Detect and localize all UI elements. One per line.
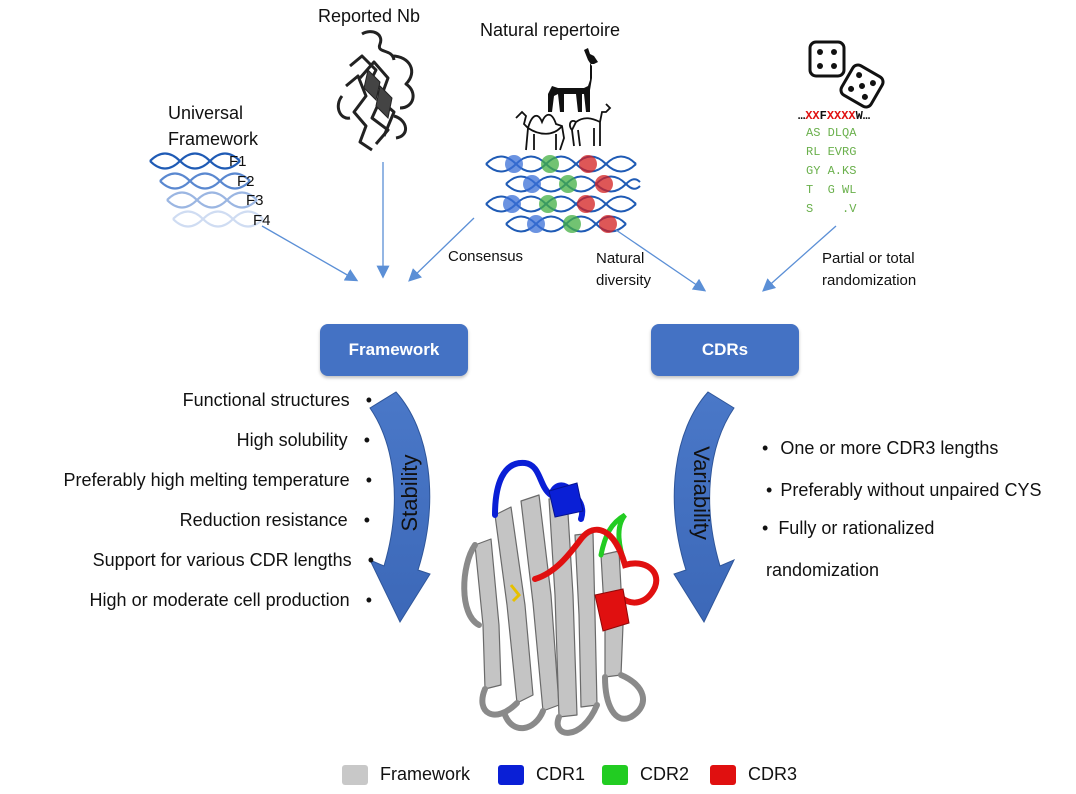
camel-icon [515, 110, 565, 151]
universal-framework-dna-icon [149, 152, 264, 228]
dna-f2-icon [159, 172, 251, 190]
legend-item-cdr1: CDR1 [498, 764, 585, 785]
reported-nb-label: Reported Nb [318, 6, 421, 26]
natural-repertoire-dna-icon [485, 155, 641, 233]
sequence-xxxx: XXXX [826, 109, 856, 123]
universal-framework-label: Universal Framework [168, 103, 259, 149]
arrow-natural-to-cdrs [615, 229, 707, 292]
dna-label-f4: F4 [253, 212, 271, 229]
arrow-random-to-cdrs [762, 225, 837, 292]
sequence-prefix: … [798, 109, 806, 123]
list-item: High or moderate cell production• [89, 590, 372, 610]
legend-swatch-framework [342, 764, 368, 785]
list-item: randomization [766, 560, 880, 580]
dromedary-icon [569, 103, 612, 147]
list-item: Support for various CDR lengths• [92, 550, 374, 570]
dna-label-f1: F1 [229, 153, 247, 170]
arrow-consensus-to-framework [408, 217, 475, 282]
list-item: High solubility• [236, 430, 370, 450]
list-item: Functional structures• [182, 390, 372, 410]
legend-item-cdr3: CDR3 [710, 764, 797, 785]
randomization-row: RL EVRG [806, 145, 857, 159]
cdr3-loop [532, 526, 660, 606]
list-item: Reduction resistance• [179, 510, 370, 530]
sequence-suffix: … [862, 109, 871, 123]
list-item: Preferably high melting temperature• [63, 470, 372, 490]
arrow-universal-to-framework [261, 225, 359, 282]
variability-label: Variability [689, 446, 714, 540]
natural-repertoire-label: Natural repertoire [480, 20, 621, 40]
nanobody-structure-icon [336, 30, 415, 152]
list-item: •Fully or rationalized [762, 518, 935, 538]
legend-swatch-cdr2 [602, 764, 628, 785]
legend-swatch-cdr3 [710, 764, 736, 785]
legend-item-framework: Framework [342, 764, 470, 785]
sequence-xx: XX [805, 109, 820, 123]
cdrs-box: CDRs [651, 324, 799, 376]
stability-arrow [368, 391, 431, 624]
variability-arrow [673, 391, 736, 624]
framework-properties-list: Functional structures• High solubility• … [0, 388, 374, 618]
legend-swatch-cdr1 [498, 764, 524, 785]
dna-f4-icon [172, 210, 264, 228]
randomization-row: GY A.KS [806, 164, 857, 178]
randomization-row: T G WL [806, 183, 857, 197]
randomization-sequence: …XXFXXXXW… [798, 109, 870, 123]
nanobody-cdr-structure-icon [461, 459, 660, 736]
curved-arrows [368, 391, 736, 624]
randomization-label: Partial or total randomization [822, 250, 917, 289]
randomization-row: AS DLQA [806, 126, 857, 140]
cdr-properties-list: •One or more CDR3 lengths •Preferably wi… [760, 438, 1076, 588]
legend-item-cdr2: CDR2 [602, 764, 689, 785]
dna-label-f2: F2 [237, 173, 255, 190]
randomization-row: S .V [806, 202, 857, 216]
natural-diversity-label: Natural diversity [596, 250, 652, 289]
source-arrows [261, 162, 837, 292]
sequence-w: W [855, 109, 863, 123]
framework-box: Framework [320, 324, 468, 376]
dice-icon [808, 40, 885, 109]
dna-label-f3: F3 [246, 192, 264, 209]
consensus-label: Consensus [448, 248, 524, 265]
list-item: •Preferably without unpaired CYS [766, 480, 1042, 500]
dna-f3-icon [166, 191, 258, 209]
llama-icon [548, 48, 598, 112]
list-item: •One or more CDR3 lengths [762, 438, 999, 458]
sequence-f: F [819, 109, 827, 123]
stability-label: Stability [397, 454, 422, 532]
dna-f1-icon [149, 152, 241, 170]
